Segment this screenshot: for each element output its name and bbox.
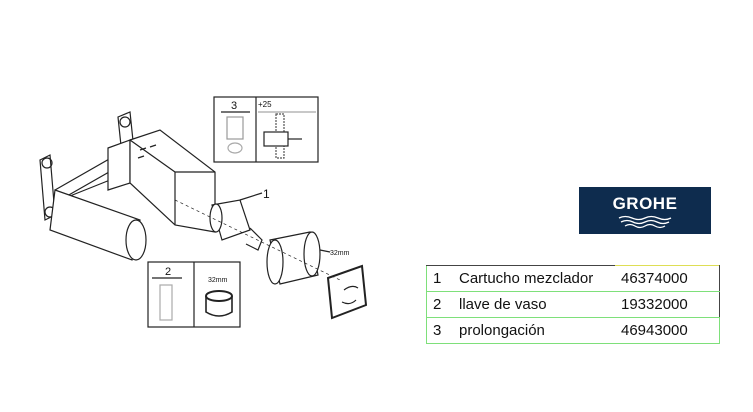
spout bbox=[49, 189, 147, 261]
part-code: 46374000 bbox=[615, 265, 720, 292]
parts-table: 1 Cartucho mezclador 46374000 2 llave de… bbox=[426, 265, 720, 344]
inset-3-number: 3 bbox=[231, 100, 237, 112]
part-number: 2 bbox=[426, 291, 453, 318]
inset-3-extension-label: +25 bbox=[258, 100, 272, 109]
part-description: Cartucho mezclador bbox=[453, 265, 615, 292]
part-number: 1 bbox=[426, 265, 453, 292]
inset-2-number: 2 bbox=[165, 266, 171, 278]
part-description: llave de vaso bbox=[453, 291, 615, 318]
logo-text: GROHE bbox=[612, 194, 678, 213]
nut-size-label: 32mm bbox=[330, 250, 350, 257]
table-row: 1 Cartucho mezclador 46374000 bbox=[426, 265, 720, 292]
inset-2-socket-wrench: 2 32mm bbox=[147, 261, 241, 328]
part-description: prolongación bbox=[453, 317, 615, 344]
part-code: 46943000 bbox=[615, 317, 720, 344]
inset-3-extension: 3 +25 bbox=[213, 96, 319, 163]
part-code: 19332000 bbox=[615, 291, 720, 318]
water-waves-icon bbox=[618, 215, 672, 229]
rosette-cover bbox=[326, 264, 368, 320]
table-row: 3 prolongación 46943000 bbox=[426, 317, 720, 344]
grohe-logo: GROHE bbox=[579, 187, 711, 234]
inset-2-size-label: 32mm bbox=[208, 277, 228, 284]
part-number: 3 bbox=[426, 317, 453, 344]
mixer-body bbox=[107, 129, 216, 233]
callout-1-label: 1 bbox=[263, 187, 270, 201]
table-row: 2 llave de vaso 19332000 bbox=[426, 291, 720, 318]
cartridge-part-1: 1 bbox=[209, 187, 270, 251]
exploded-parts-diagram: 1 32mm 3 +25 2 32mm bbox=[39, 96, 368, 328]
nut: 32mm bbox=[266, 231, 350, 285]
